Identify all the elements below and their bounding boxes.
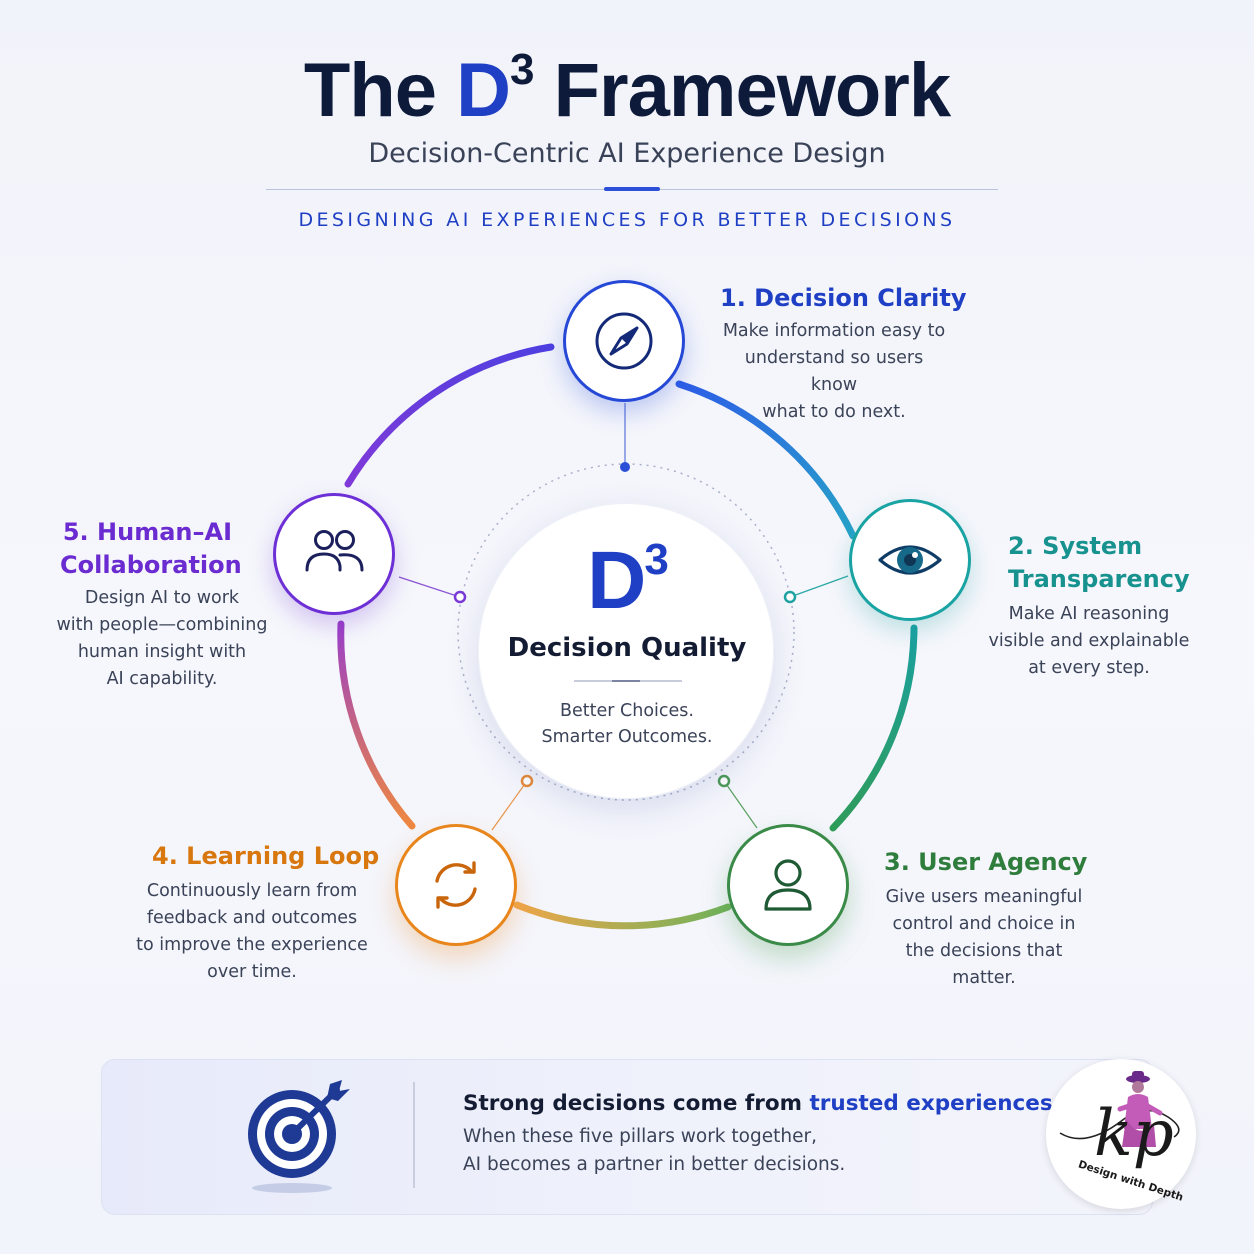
banner-line-1: When these five pillars work together,	[463, 1126, 817, 1147]
pillar-5-desc-line: AI capability.	[106, 669, 218, 689]
pillar-5-title: 5. Human–AI Collaboration	[60, 516, 242, 582]
pillar-5-title-line: 5. Human–AI	[62, 518, 232, 546]
center-symbol: D3	[0, 536, 1254, 626]
pillar-1-desc-line: Make information easy to	[722, 321, 946, 341]
pillar-4-desc-line: to improve the experience	[136, 935, 368, 955]
eye-icon	[878, 545, 942, 575]
connector-3	[723, 780, 758, 829]
center-symbol-letter: D	[587, 535, 646, 626]
logo-badge: kp Design with Depth	[1046, 1059, 1196, 1209]
title-prefix: The	[303, 48, 437, 133]
pillar-1-desc-line: what to do next.	[762, 402, 906, 422]
pillar-3-desc-line: matter.	[952, 968, 1016, 988]
connector-2	[789, 575, 849, 598]
center-line-1: Better Choices.	[560, 701, 694, 721]
page-subtitle: Decision-Centric AI Experience Design	[368, 138, 886, 169]
pillar-1-title: 1. Decision Clarity	[720, 284, 967, 312]
pillar-1-circle	[563, 280, 685, 402]
title-d: D3	[456, 45, 535, 134]
ring-arc-3-4	[513, 901, 732, 930]
center-symbol-sup: 3	[644, 535, 669, 584]
logo-figure	[1117, 1071, 1163, 1147]
dot-1	[620, 462, 630, 472]
compass-icon	[595, 312, 653, 370]
ring-arc-1-2	[675, 380, 857, 540]
user-icon	[764, 859, 812, 911]
logo-mark: kp Design with Depth	[1059, 1071, 1185, 1204]
title-d-sup: 3	[510, 45, 535, 94]
pillar-3-desc-line: Give users meaningful	[885, 887, 1083, 907]
pillar-3-desc: Give users meaningful control and choice…	[878, 884, 1090, 992]
pillar-5-desc-line: Design AI to work	[84, 588, 240, 608]
pillar-3-desc-line: the decisions that	[905, 941, 1063, 961]
header-divider-accent	[604, 187, 660, 191]
dot-2	[783, 590, 797, 604]
title-suffix: Framework	[553, 48, 951, 133]
pillar-4-circle	[395, 824, 517, 946]
pillar-5-desc: Design AI to work with people—combining …	[46, 585, 278, 693]
people-icon	[305, 530, 364, 572]
center-circle	[478, 503, 774, 799]
center-subtext: Better Choices. Smarter Outcomes.	[0, 698, 1254, 750]
dot-4	[520, 774, 534, 788]
connector-4	[491, 780, 528, 831]
page-tagline: DESIGNING AI EXPERIENCES FOR BETTER DECI…	[298, 209, 956, 231]
pillar-4-desc-line: feedback and outcomes	[146, 908, 358, 928]
pillar-2-title-line: Transparency	[1008, 565, 1190, 593]
pillar-1-desc-line: understand so users know	[744, 348, 924, 395]
center-line-2: Smarter Outcomes.	[541, 727, 713, 747]
pillar-2-title: 2. System Transparency	[1008, 530, 1190, 596]
refresh-icon	[435, 861, 477, 909]
pillar-4-desc-line: over time.	[207, 962, 297, 982]
ring-arc-5-1	[344, 343, 555, 488]
pillar-3-title: 3. User Agency	[884, 848, 1088, 876]
banner-headline-start: Strong decisions come from	[463, 1091, 810, 1116]
ring-arc-2-3	[829, 624, 918, 832]
pillar-2-desc-line: Make AI reasoning	[1008, 604, 1170, 624]
title-d-letter: D	[456, 48, 511, 133]
pillar-3-desc-line: control and choice in	[892, 914, 1076, 934]
pillar-2-title-line: 2. System	[1008, 532, 1143, 560]
pillar-2-desc: Make AI reasoning visible and explainabl…	[986, 601, 1192, 682]
pillar-2-desc-line: at every step.	[1028, 658, 1150, 678]
pillar-3-circle	[727, 824, 849, 946]
page-title: The D3 Framework	[0, 48, 1254, 134]
center-title: Decision Quality	[507, 633, 747, 663]
target-icon	[248, 1080, 350, 1193]
ring-arc-4-5	[337, 620, 416, 830]
banner-headline-highlight: trusted experiences.	[809, 1091, 1061, 1116]
pillar-4-desc: Continuously learn from feedback and out…	[136, 878, 368, 986]
banner-separator	[413, 1082, 415, 1188]
pillar-5-desc-line: human insight with	[77, 642, 247, 662]
pillar-4-desc-line: Continuously learn from	[146, 881, 358, 901]
center-rule-accent	[612, 680, 640, 682]
pillar-5-circle	[273, 493, 395, 615]
pillar-1-desc: Make information easy to understand so u…	[720, 318, 948, 426]
banner-headline: Strong decisions come from trusted exper…	[463, 1091, 1061, 1116]
pillar-5-desc-line: with people—combining	[56, 615, 268, 635]
pillar-5-title-line: Collaboration	[60, 551, 242, 579]
dot-5	[453, 590, 467, 604]
pillar-2-desc-line: visible and explainable	[988, 631, 1190, 651]
dot-3	[717, 774, 731, 788]
pillar-4-title: 4. Learning Loop	[152, 842, 380, 870]
pillar-2-circle	[849, 499, 971, 621]
logo-monogram: kp	[1094, 1097, 1174, 1171]
connector-5	[398, 576, 461, 598]
banner-line-2: AI becomes a partner in better decisions…	[463, 1154, 846, 1175]
